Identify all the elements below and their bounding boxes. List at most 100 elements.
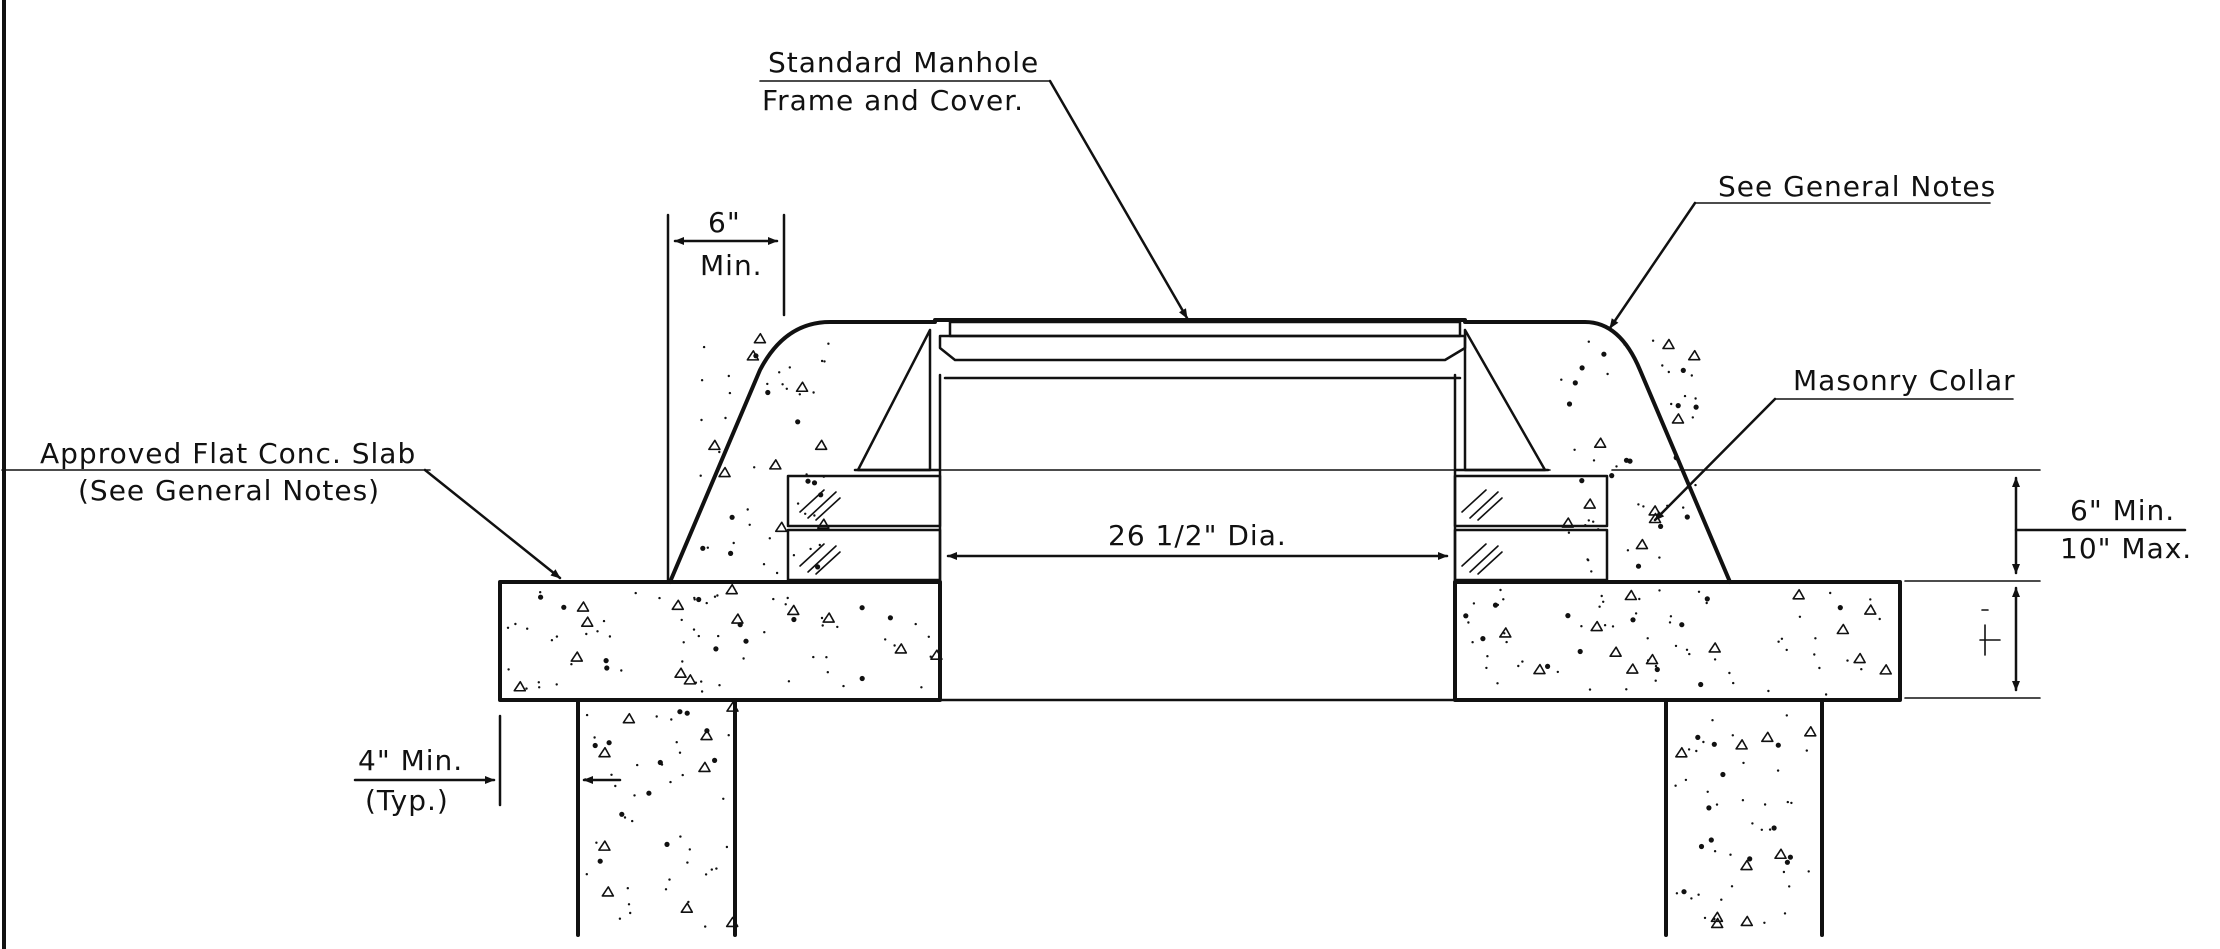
concrete-speck — [1472, 602, 1476, 605]
flat-concrete-slab — [498, 580, 1902, 702]
concrete-speck — [1485, 666, 1488, 670]
concrete-speck — [585, 713, 589, 717]
concrete-speck — [1783, 912, 1787, 915]
concrete-speck — [815, 564, 821, 570]
aggregate-mark — [683, 674, 697, 685]
concrete-speck — [1467, 621, 1470, 624]
diameter-dimension: 26 1/2" Dia. — [946, 519, 1449, 560]
aggregate-mark — [725, 583, 739, 595]
concrete-speck — [1626, 549, 1630, 552]
aggregate-mark — [774, 521, 788, 533]
concrete-speck — [820, 616, 824, 620]
aggregate-mark — [894, 643, 908, 654]
concrete-speck — [1751, 822, 1754, 825]
concrete-speck — [1713, 658, 1717, 661]
concrete-speck — [1634, 612, 1638, 615]
concrete-speck — [705, 601, 708, 605]
concrete-speck — [787, 680, 791, 683]
aggregate-mark — [786, 604, 800, 616]
concrete-speck — [700, 418, 703, 422]
concrete-speck — [1878, 617, 1881, 621]
concrete-speck — [1695, 749, 1698, 753]
concrete-speck — [702, 345, 706, 349]
aggregate-mark — [1761, 731, 1774, 743]
aggregate-mark — [1740, 915, 1754, 927]
concrete-speck — [716, 594, 719, 597]
concrete-speck — [1768, 828, 1772, 831]
concrete-speck — [538, 686, 541, 689]
slab-callout: Approved Flat Conc. Slab (See General No… — [1, 437, 562, 580]
concrete-speck — [727, 374, 730, 378]
top-dim-value: 6" — [708, 206, 741, 239]
concrete-speck — [798, 393, 801, 396]
concrete-speck — [1706, 805, 1712, 811]
concrete-speck — [526, 627, 529, 630]
frame-cover-callout: Standard Manhole Frame and Cover. — [759, 46, 1189, 320]
concrete-speck — [1669, 615, 1673, 618]
aggregate-mark — [1687, 349, 1701, 361]
concrete-speck — [681, 660, 684, 663]
concrete-speck — [595, 841, 598, 844]
concrete-speck — [1713, 850, 1717, 853]
concrete-speck — [1702, 740, 1705, 744]
concrete-speck — [623, 816, 627, 819]
concrete-speck — [696, 596, 702, 603]
concrete-speck — [1691, 416, 1695, 419]
concrete-speck — [1785, 648, 1788, 652]
concrete-speck — [681, 773, 684, 777]
concrete-texture — [506, 332, 1892, 929]
concrete-speck — [887, 615, 894, 621]
concrete-speck — [1674, 644, 1678, 648]
concrete-speck — [1565, 613, 1571, 619]
concrete-speck — [1480, 636, 1486, 642]
concrete-speck — [679, 835, 682, 838]
concrete-speck — [1747, 856, 1753, 862]
concrete-speck — [1703, 916, 1707, 920]
concrete-speck — [1587, 519, 1591, 522]
concrete-speck — [1688, 652, 1691, 656]
concrete-speck — [813, 514, 816, 517]
concrete-speck — [927, 635, 930, 638]
concrete-speck — [1767, 689, 1770, 693]
concrete-speck — [680, 618, 683, 622]
concrete-speck — [678, 751, 682, 754]
concrete-speck — [1670, 402, 1673, 406]
concrete-speck — [585, 632, 588, 636]
concrete-speck — [1763, 921, 1766, 924]
concrete-speck — [1869, 598, 1872, 601]
concrete-speck — [713, 646, 719, 652]
frame-label-line2: Frame and Cover. — [762, 84, 1024, 117]
concrete-speck — [1499, 588, 1502, 592]
concrete-speck — [785, 387, 788, 390]
concrete-speck — [1777, 640, 1780, 643]
aggregate-mark — [1735, 739, 1748, 750]
aggregate-mark — [731, 613, 744, 624]
concrete-speck — [765, 389, 771, 396]
concrete-speck — [1685, 648, 1689, 651]
concrete-speck — [1588, 688, 1592, 691]
concrete-speck — [706, 546, 709, 549]
concrete-speck — [597, 858, 603, 864]
concrete-speck — [631, 819, 634, 823]
concrete-speck — [1860, 668, 1863, 671]
aggregate-mark — [1853, 652, 1866, 664]
concrete-speck — [1731, 734, 1735, 737]
concrete-speck — [1603, 624, 1607, 627]
concrete-speck — [1658, 523, 1664, 530]
concrete-speck — [699, 474, 702, 477]
concrete-speck — [660, 763, 664, 766]
concrete-speck — [704, 925, 707, 928]
aggregate-mark — [814, 439, 828, 451]
concrete-speck — [859, 675, 865, 682]
top-dimension-6in: 6" Min. — [666, 206, 786, 582]
masonry-collar-callout: Masonry Collar — [1653, 364, 2015, 522]
concrete-speck — [677, 709, 683, 715]
diameter-label: 26 1/2" Dia. — [1108, 519, 1287, 552]
concrete-speck — [1658, 589, 1661, 592]
concrete-speck — [1846, 659, 1849, 662]
concrete-speck — [1683, 394, 1687, 398]
concrete-speck — [1694, 397, 1697, 400]
concrete-speck — [704, 873, 708, 876]
concrete-speck — [603, 658, 609, 664]
